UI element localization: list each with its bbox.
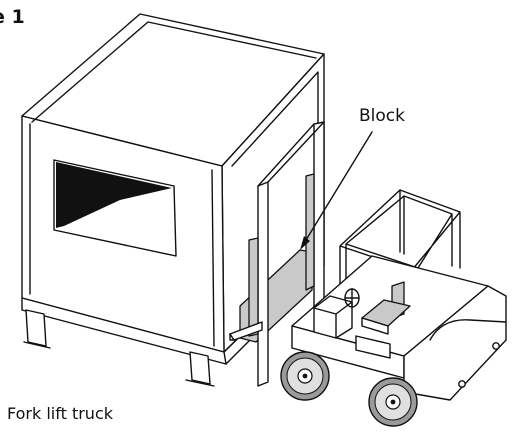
figure-title: e 1 bbox=[0, 6, 25, 28]
wheel-front bbox=[280, 351, 330, 401]
container-skid-left bbox=[25, 309, 47, 347]
fork-carriage-left bbox=[248, 237, 259, 337]
side-port-rear bbox=[492, 342, 500, 350]
container-skid-right bbox=[189, 351, 211, 385]
step-block bbox=[355, 335, 391, 359]
mast-outer-left bbox=[257, 181, 269, 387]
fork-carriage-right bbox=[305, 173, 315, 291]
fork bbox=[229, 321, 263, 341]
dashboard-block bbox=[313, 295, 353, 339]
container bbox=[21, 13, 325, 387]
window-shading bbox=[56, 162, 172, 228]
block-pointer-arrow bbox=[300, 131, 373, 250]
wheel-rear bbox=[368, 377, 418, 427]
forklift-label: Fork lift truck bbox=[7, 404, 114, 423]
side-port-front bbox=[458, 380, 466, 388]
block-label: Block bbox=[359, 106, 405, 126]
forklift-truck bbox=[229, 121, 507, 427]
